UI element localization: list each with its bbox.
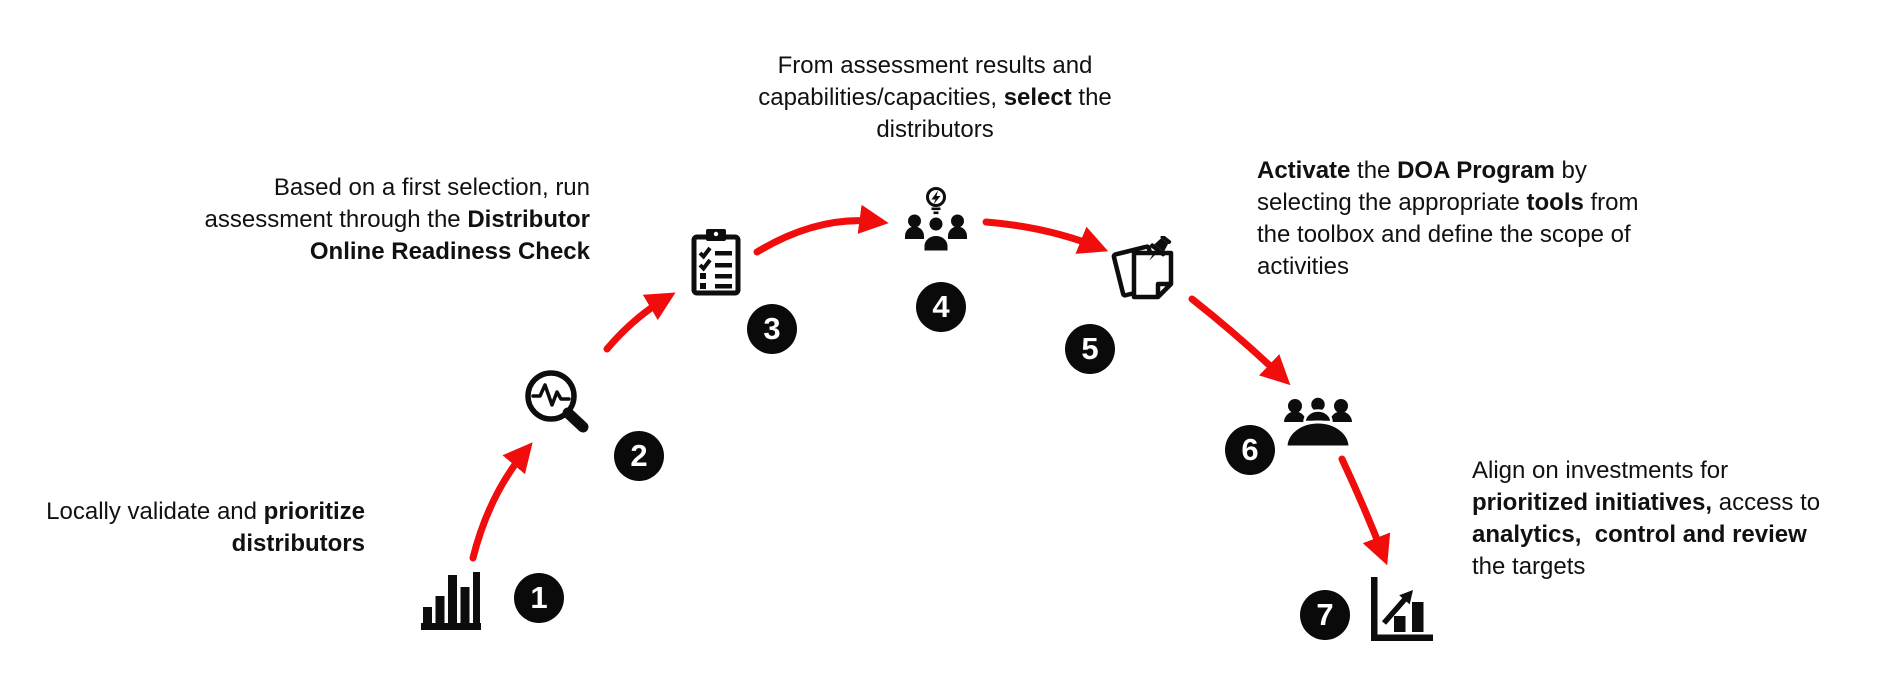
arrow-1-to-2-icon — [469, 442, 533, 562]
arrow-3-to-4-icon — [753, 204, 889, 256]
annotation-step-5: Activate the DOA Program by selecting th… — [1257, 155, 1687, 283]
annotation-step-2-3: Based on a first selection, run assessme… — [180, 172, 591, 268]
step-badge-6: 6 — [1225, 425, 1275, 475]
step-number: 3 — [763, 311, 781, 346]
annotation-text: Based on a first selection, run assessme… — [204, 174, 591, 233]
step-badge-4: 4 — [916, 282, 966, 332]
bar-chart-icon — [421, 572, 481, 630]
annotation-step-1: Locally validate and prioritize distribu… — [15, 496, 365, 560]
step-badge-1: 1 — [514, 573, 564, 623]
pinned-notes-icon — [1111, 236, 1174, 300]
annotation-text-bold: DOA Program — [1397, 157, 1555, 184]
annotation-text: from the toolbox and define the scope of… — [1257, 189, 1639, 280]
step-badge-5: 5 — [1065, 324, 1115, 374]
annotation-step-4: From assessment results and capabilities… — [718, 50, 1152, 146]
annotation-text: Align on investments for — [1472, 457, 1729, 484]
step-number: 6 — [1241, 432, 1259, 467]
annotation-text-bold: Distributor Online Readiness Check — [309, 206, 590, 265]
team-idea-icon — [905, 187, 967, 252]
step-number: 1 — [530, 580, 548, 615]
arrow-6-to-7-icon — [1338, 455, 1391, 566]
step-badge-2: 2 — [614, 431, 664, 481]
magnifier-pulse-icon — [525, 370, 589, 433]
annotation-text: the distributors — [876, 84, 1112, 143]
step-number: 7 — [1316, 597, 1334, 632]
annotation-text: the — [1350, 157, 1398, 184]
arrow-4-to-5-icon — [982, 218, 1109, 254]
clipboard-checklist-icon — [691, 229, 741, 296]
growth-chart-icon — [1371, 577, 1433, 641]
step-badge-7: 7 — [1300, 590, 1350, 640]
annotation-text: access to — [1718, 489, 1821, 516]
step-number: 4 — [932, 289, 950, 324]
annotation-text-bold: select — [1003, 84, 1072, 111]
annotation-text: the targets — [1472, 553, 1586, 580]
step-badge-3: 3 — [747, 304, 797, 354]
arrow-5-to-6-icon — [1188, 295, 1291, 386]
annotation-text: From assessment results and capabilities… — [758, 52, 1093, 111]
annotation-text-bold: analytics, control and review — [1472, 521, 1807, 548]
step-number: 2 — [630, 438, 648, 473]
annotation-text-bold: prioritize distributors — [231, 498, 365, 557]
annotation-text-bold: tools — [1526, 189, 1584, 216]
annotation-text-bold: prioritized initiatives, — [1472, 489, 1713, 516]
meeting-table-icon — [1284, 395, 1352, 447]
annotation-text-bold: Activate — [1257, 157, 1351, 184]
annotation-step-7: Align on investments for prioritized ini… — [1472, 455, 1890, 583]
annotation-text: Locally validate and — [46, 498, 264, 525]
arrow-2-to-3-icon — [603, 292, 676, 353]
annotation-text: by selecting the appropriate — [1257, 157, 1587, 216]
step-number: 5 — [1081, 331, 1099, 366]
